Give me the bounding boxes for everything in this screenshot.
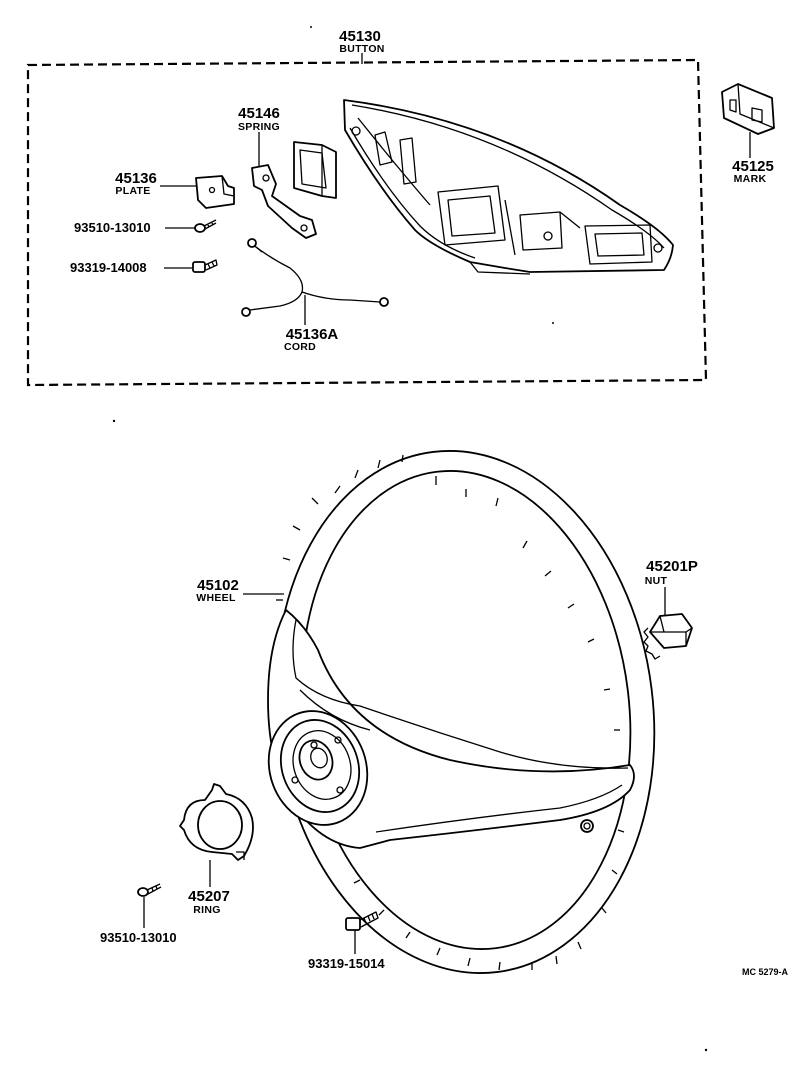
spring-part-number: 45146 bbox=[238, 105, 280, 122]
screw-d-part-number: 93319-15014 bbox=[308, 956, 385, 971]
wheel-part-name: WHEEL bbox=[196, 592, 236, 604]
screw-b-part-number: 93319-14008 bbox=[70, 260, 147, 275]
horn-button-pad-illustration bbox=[343, 99, 674, 275]
nut-part-name: NUT bbox=[645, 575, 668, 587]
nut-part-number: 45201P bbox=[646, 558, 698, 575]
screw-c-illustration bbox=[137, 883, 162, 897]
button-part-number: 45130 bbox=[339, 28, 381, 45]
ring-illustration bbox=[179, 783, 254, 861]
mark-emblem-illustration bbox=[721, 83, 775, 135]
label-screw-d: 93319-15014 bbox=[308, 930, 385, 971]
label-screw-a: 93510-13010 bbox=[74, 220, 195, 235]
screw-c-part-number: 93510-13010 bbox=[100, 930, 177, 945]
cord-illustration bbox=[241, 238, 389, 317]
label-nut: 45201P NUT bbox=[645, 558, 698, 615]
screw-d-illustration bbox=[345, 911, 379, 931]
steering-wheel-illustration bbox=[267, 450, 656, 974]
spring-illustration bbox=[251, 164, 317, 239]
screw-a-part-number: 93510-13010 bbox=[74, 220, 151, 235]
spring-part-name: SPRING bbox=[238, 121, 280, 133]
label-plate: 45136 PLATE bbox=[115, 170, 196, 197]
label-wheel: 45102 WHEEL bbox=[196, 577, 284, 604]
label-screw-b: 93319-14008 bbox=[70, 260, 192, 275]
screw-b-illustration bbox=[192, 259, 218, 273]
mark-part-number: 45125 bbox=[732, 158, 774, 175]
ring-part-name: RING bbox=[193, 904, 220, 916]
contact-block-illustration bbox=[293, 141, 337, 199]
cord-part-number: 45136A bbox=[286, 326, 339, 343]
label-button-group: 45130 BUTTON bbox=[339, 28, 384, 64]
plate-part-number: 45136 bbox=[115, 170, 157, 187]
plate-part-name: PLATE bbox=[115, 185, 150, 197]
wheel-part-number: 45102 bbox=[197, 577, 239, 594]
ring-part-number: 45207 bbox=[188, 888, 230, 905]
label-spring: 45146 SPRING bbox=[238, 105, 280, 172]
label-cord: 45136A CORD bbox=[284, 295, 339, 353]
nut-illustration bbox=[643, 613, 693, 660]
button-part-name: BUTTON bbox=[339, 43, 384, 55]
scan-specks bbox=[112, 26, 708, 1052]
mark-part-name: MARK bbox=[734, 173, 767, 185]
cord-part-name: CORD bbox=[284, 341, 316, 353]
plate-illustration bbox=[195, 175, 235, 209]
label-mark: 45125 MARK bbox=[732, 132, 774, 185]
screw-a-illustration bbox=[194, 219, 217, 233]
label-ring: 45207 RING bbox=[188, 860, 230, 916]
label-screw-c: 93510-13010 bbox=[100, 897, 177, 945]
diagram-reference-code: MC 5279-A bbox=[742, 967, 789, 977]
